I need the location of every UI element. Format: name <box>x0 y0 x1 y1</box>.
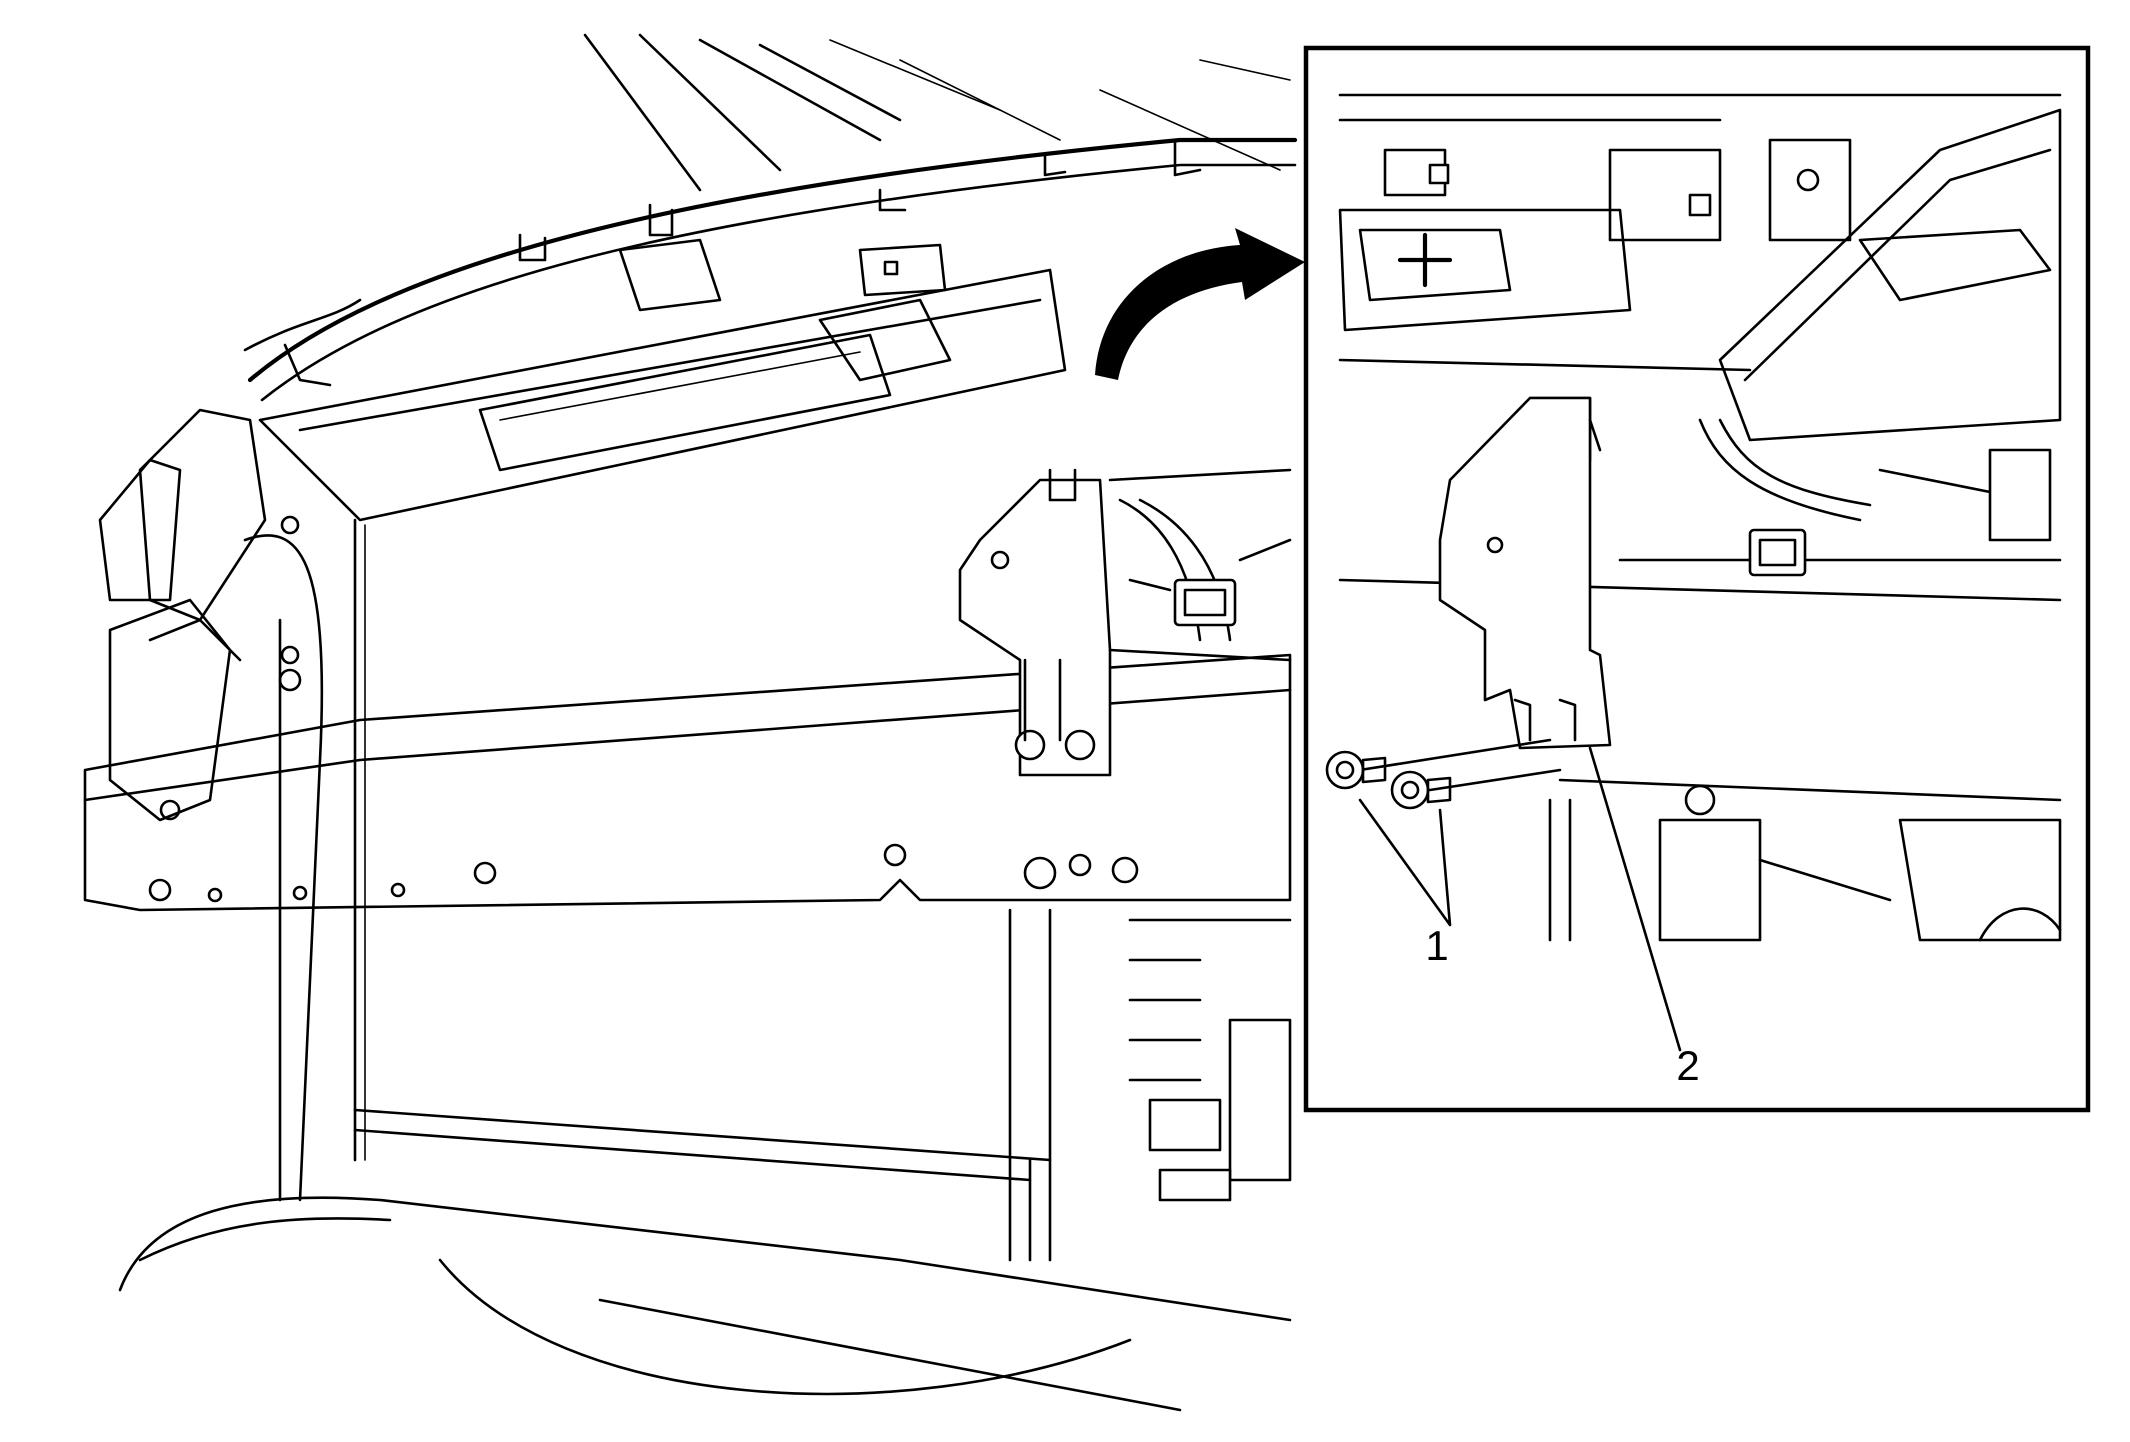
harness-right <box>1118 498 1292 642</box>
lower-right-assembly <box>1008 908 1292 1262</box>
callout-2-leader <box>1588 746 1682 1052</box>
callout-1-leader <box>1358 798 1452 927</box>
callout-2-label: 2 <box>1676 1042 1699 1089</box>
raised-hood <box>583 33 1291 192</box>
inset-bracket <box>1438 396 1612 750</box>
impact-bar <box>83 653 1292 912</box>
bolt-2 <box>1390 768 1562 810</box>
upper-tie-bar <box>243 137 1298 402</box>
detail-inset: 1 2 <box>1303 45 2091 1113</box>
radiator-upper-shield <box>258 238 1067 522</box>
right-bracket-main <box>958 468 1292 777</box>
main-view <box>83 33 1305 1412</box>
removal-arrow <box>1095 228 1305 380</box>
radiator-core <box>353 518 1052 1262</box>
lower-fascia <box>118 1196 1292 1412</box>
left-support <box>98 408 324 1202</box>
callout-1-label: 1 <box>1425 922 1448 969</box>
bolt-1 <box>1325 738 1552 790</box>
